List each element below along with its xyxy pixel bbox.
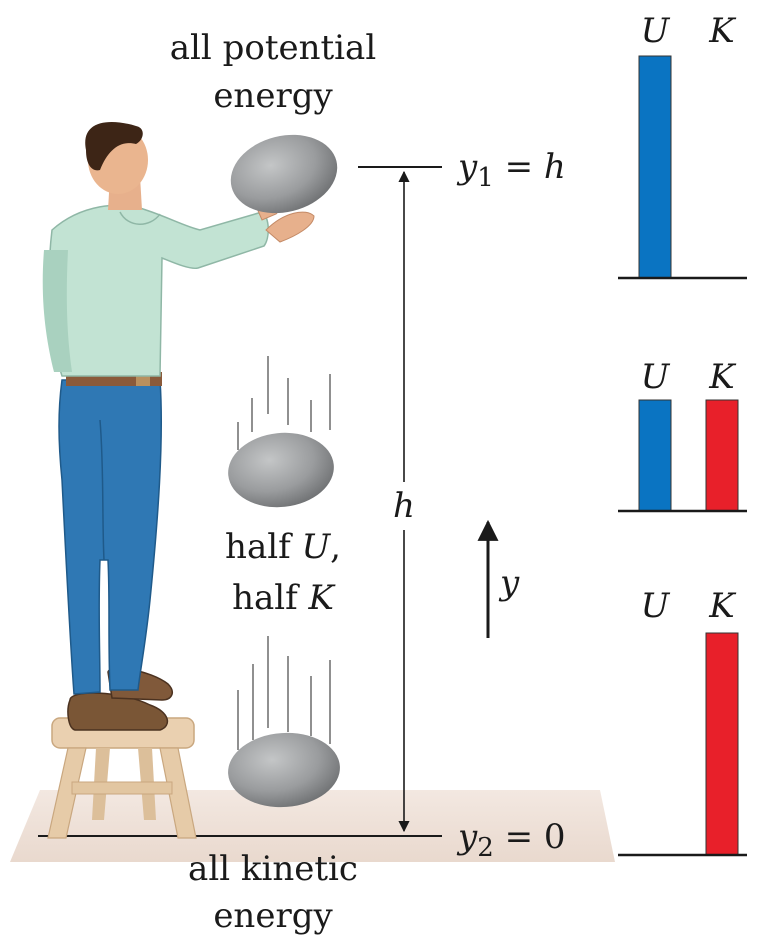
motion-lines-bottom: [237, 636, 331, 750]
potential-bar-label-top: U: [641, 11, 671, 51]
rock-bottom: [228, 732, 340, 808]
middle-state-label-line1: half U,: [225, 527, 341, 567]
potential-bar-label-bottom: U: [641, 586, 671, 626]
top-state-label-line2: energy: [213, 76, 333, 116]
kinetic-energy-bar-bottom: [705, 632, 739, 856]
y2-label: y2 = 0: [456, 817, 566, 863]
potential-bar-label-middle: U: [641, 357, 671, 397]
top-state-label-line1: all potential: [170, 28, 376, 68]
rock-middle: [228, 432, 334, 508]
ground: [10, 790, 615, 862]
y-axis-label: y: [498, 563, 520, 603]
person-figure: [42, 121, 315, 731]
kinetic-energy-bar-middle: [705, 399, 739, 512]
y1-label: y1 = h: [456, 147, 566, 193]
bottom-state-label-line1: all kinetic: [188, 849, 358, 889]
bottom-state-label-line2: energy: [213, 896, 333, 936]
rock-top: [230, 134, 338, 214]
height-label: h: [393, 486, 415, 526]
motion-lines-middle: [237, 356, 331, 450]
kinetic-bar-label-bottom: K: [708, 586, 737, 626]
middle-state-label-line2: half K: [232, 578, 336, 618]
potential-energy-bar-middle: [638, 399, 672, 512]
potential-energy-bar-top: [638, 55, 672, 279]
kinetic-bar-label-top: K: [708, 11, 737, 51]
kinetic-bar-label-middle: K: [708, 357, 737, 397]
